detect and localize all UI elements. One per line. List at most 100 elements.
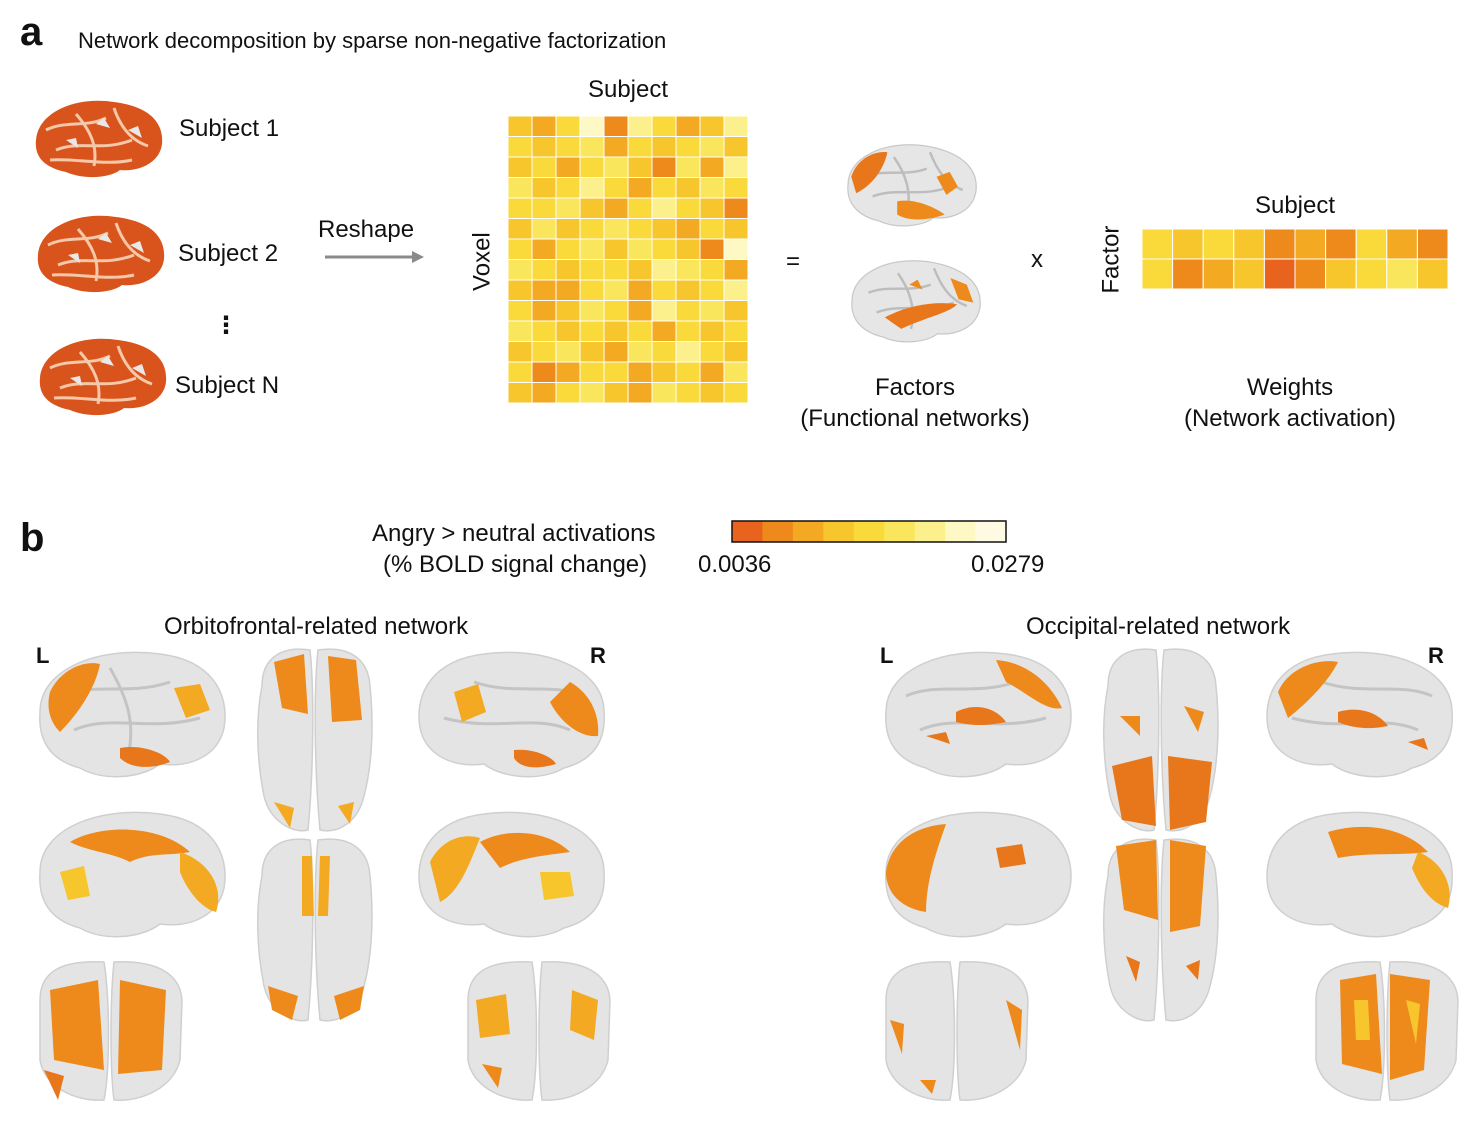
subject-1-label: Subject 1	[179, 113, 279, 144]
matrix-cell	[604, 178, 628, 199]
subject-2-brain	[38, 216, 164, 292]
matrix-cell	[556, 116, 580, 137]
matrix-cell	[652, 260, 676, 281]
matrix-cell	[580, 157, 604, 178]
matrix-cell	[604, 342, 628, 363]
matrix-cell	[724, 178, 748, 199]
matrix-cell	[508, 301, 532, 322]
colorbar-segment	[915, 521, 946, 542]
matrix-cell	[508, 342, 532, 363]
matrix-cell	[700, 280, 724, 301]
matrix-cell	[604, 239, 628, 260]
matrix-cell	[700, 137, 724, 158]
matrix-cell	[724, 239, 748, 260]
weights-cell	[1173, 259, 1204, 289]
matrix-cell	[724, 116, 748, 137]
orbitofrontal-brain-views	[40, 649, 610, 1100]
matrix-cell	[532, 280, 556, 301]
colorbar-title-line2: (% BOLD signal change)	[383, 549, 647, 580]
matrix-cell	[580, 301, 604, 322]
weights-subject-label: Subject	[1142, 190, 1448, 221]
matrix-cell	[700, 260, 724, 281]
weights-label-line2: (Network activation)	[1160, 403, 1420, 434]
subject-1-brain	[36, 101, 162, 177]
matrix-cell	[532, 178, 556, 199]
matrix-cell	[556, 280, 580, 301]
matrix-cell	[508, 178, 532, 199]
occipital-brain-views	[886, 649, 1458, 1100]
weights-cell	[1142, 259, 1173, 289]
matrix-cell	[724, 157, 748, 178]
matrix-cell	[580, 280, 604, 301]
matrix-cell	[532, 301, 556, 322]
matrix-cell	[700, 198, 724, 219]
matrix-cell	[652, 116, 676, 137]
matrix-cell	[628, 198, 652, 219]
matrix-cell	[652, 157, 676, 178]
matrix-cell	[580, 178, 604, 199]
matrix-cell	[604, 280, 628, 301]
weights-cell	[1326, 259, 1357, 289]
matrix-cell	[628, 157, 652, 178]
matrix-cell	[724, 383, 748, 404]
panel-b-letter: b	[20, 518, 44, 558]
factor-brain-2	[852, 261, 980, 342]
colorbar-title-line1: Angry > neutral activations	[372, 518, 656, 549]
matrix-cell	[508, 219, 532, 240]
weights-cell	[1295, 259, 1326, 289]
matrix-cell	[532, 198, 556, 219]
colorbar-segment	[884, 521, 915, 542]
matrix-cell	[628, 342, 652, 363]
matrix-cell	[532, 362, 556, 383]
matrix-cell	[604, 321, 628, 342]
weights-cell	[1142, 229, 1173, 259]
matrix-cell	[580, 198, 604, 219]
matrix-cell	[724, 219, 748, 240]
colorbar-segment	[945, 521, 976, 542]
matrix-cell	[532, 219, 556, 240]
matrix-cell	[604, 219, 628, 240]
matrix-cell	[652, 178, 676, 199]
matrix-cell	[700, 178, 724, 199]
matrix-cell	[556, 321, 580, 342]
matrix-cell	[604, 116, 628, 137]
matrix-cell	[652, 383, 676, 404]
factor-brain-1	[848, 145, 976, 226]
orbitofrontal-left-hemi-label: L	[36, 645, 49, 667]
weights-cell	[1234, 229, 1265, 259]
weights-cell	[1356, 229, 1387, 259]
weights-cell	[1417, 259, 1448, 289]
matrix-cell	[700, 219, 724, 240]
weights-cell	[1234, 259, 1265, 289]
matrix-cell	[700, 157, 724, 178]
matrix-cell	[676, 239, 700, 260]
matrix-cell	[676, 116, 700, 137]
factors-label-line1: Factors	[780, 372, 1050, 403]
factors-label: Factors (Functional networks)	[780, 372, 1050, 434]
matrix-cell	[700, 301, 724, 322]
panel-a-letter: a	[20, 12, 42, 52]
matrix-cell	[580, 137, 604, 158]
matrix-cell	[724, 342, 748, 363]
matrix-cell	[532, 342, 556, 363]
weights-cell	[1387, 259, 1418, 289]
matrix-cell	[652, 321, 676, 342]
matrix-cell	[724, 362, 748, 383]
matrix-cell	[724, 137, 748, 158]
matrix-cell	[652, 342, 676, 363]
matrix-cell	[532, 321, 556, 342]
matrix-cell	[604, 301, 628, 322]
colorbar-border	[732, 521, 1006, 542]
matrix-cell	[628, 383, 652, 404]
weights-cell	[1356, 259, 1387, 289]
matrix-cell	[652, 362, 676, 383]
matrix-cell	[508, 280, 532, 301]
matrix-cell	[676, 178, 700, 199]
matrix-cell	[700, 116, 724, 137]
weights-cell	[1173, 229, 1204, 259]
weights-label-line1: Weights	[1160, 372, 1420, 403]
matrix-cell	[532, 260, 556, 281]
matrix-cell	[652, 198, 676, 219]
matrix-cell	[556, 383, 580, 404]
matrix-cell	[556, 137, 580, 158]
